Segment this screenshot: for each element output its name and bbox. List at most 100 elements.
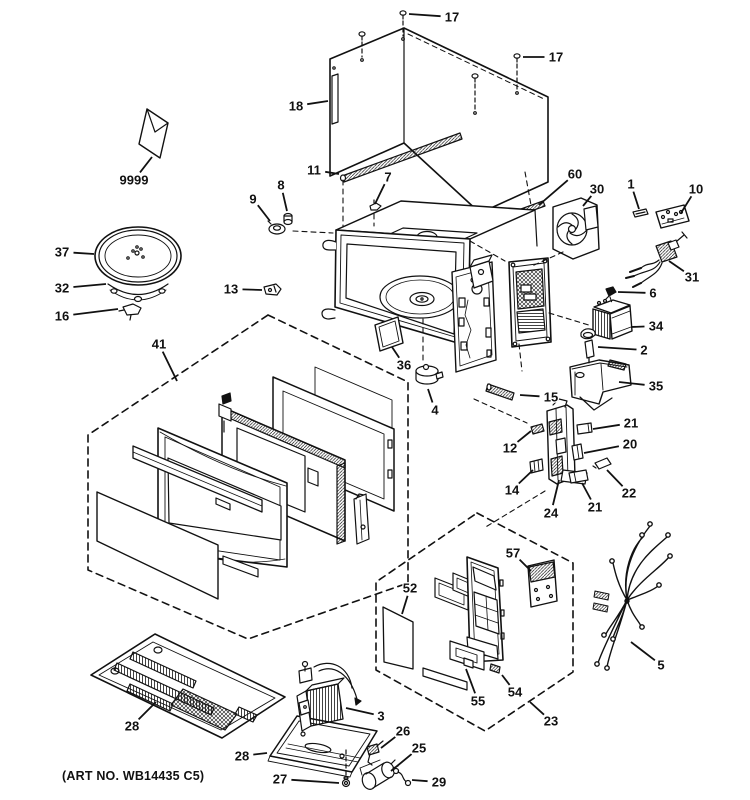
part-label-20: 20 [623, 437, 637, 452]
part-32-roller-ring [107, 283, 169, 303]
literature-envelope-9999 [138, 108, 169, 159]
part-34-transformer [592, 298, 633, 340]
part-12-spring [530, 423, 545, 435]
part-label-35: 35 [649, 379, 663, 394]
cavity-front-right-panel [451, 254, 497, 373]
leader-line-18 [307, 100, 329, 106]
leader-line-21 [581, 482, 592, 500]
part-label-32: 32 [55, 281, 69, 296]
part-label-24: 24 [544, 506, 559, 521]
part-16-turntable-coupler [118, 303, 142, 321]
part-label-12: 12 [503, 441, 517, 456]
control-panel-frame [466, 556, 505, 663]
part-3-magnetron [296, 660, 362, 732]
part-label-25: 25 [412, 741, 426, 756]
part-14-switch [529, 458, 544, 474]
leader-line-23 [529, 701, 545, 716]
part-label-21: 21 [624, 416, 638, 431]
part-label-37: 37 [55, 245, 69, 260]
part-1-stirrer-blade [632, 208, 649, 218]
part-label-34: 34 [649, 319, 664, 334]
door-hinge-pin [218, 392, 232, 433]
part-label-14: 14 [505, 483, 520, 498]
leader-line-9999 [139, 156, 153, 173]
part-label-7: 7 [384, 170, 391, 185]
leader-line-32 [73, 283, 107, 288]
part-label-9: 9 [249, 192, 256, 207]
leader-line-5 [630, 641, 656, 662]
part-2-fuse-holder [580, 328, 596, 363]
leader-line-36 [391, 346, 400, 359]
part-label-21: 21 [588, 500, 602, 515]
part-28-base-plate [90, 633, 286, 739]
leader-line-31 [668, 260, 685, 273]
part-15-mounting-strip [485, 383, 515, 401]
part-35-air-duct [569, 359, 632, 411]
leader-line-52 [401, 595, 409, 615]
part-label-2: 2 [640, 343, 647, 358]
part-label-52: 52 [403, 581, 417, 596]
part-label-57: 57 [506, 546, 520, 561]
part-label-27: 27 [273, 772, 287, 787]
part-label-4: 4 [431, 403, 439, 418]
control-panel-assembly-23 [375, 512, 574, 732]
leader-line-35 [618, 381, 645, 386]
part-54-spring [489, 663, 501, 674]
part-label-9999: 9999 [120, 173, 149, 188]
leader-line-17 [408, 13, 441, 18]
leader-line-4 [427, 388, 434, 403]
leader-line-7 [374, 183, 386, 205]
part-25-capacitor [359, 759, 399, 790]
part-27-screw [341, 747, 351, 788]
part-9-support-clip [267, 220, 286, 235]
leader-line-27 [291, 778, 340, 784]
part-label-5: 5 [657, 658, 664, 673]
bottom-tray [422, 640, 485, 691]
leader-line-10 [680, 195, 693, 214]
part-21-switch-lower [568, 469, 589, 484]
door-latch-strip [353, 493, 370, 545]
part-label-13: 13 [224, 282, 238, 297]
leader-line-29 [411, 779, 428, 783]
part-20-switch [571, 443, 584, 461]
part-label-15: 15 [544, 390, 558, 405]
part-4-turntable-motor [415, 363, 444, 385]
part-label-11: 11 [307, 163, 321, 178]
leader-line-12 [516, 430, 532, 443]
part-6-clip [605, 286, 617, 300]
part-10-circuit-board [655, 204, 690, 229]
leader-line-21 [592, 423, 620, 430]
part-label-17: 17 [445, 10, 459, 25]
part-29-wire-clamp [392, 767, 412, 787]
leader-line-37 [73, 251, 95, 255]
leader-line-28 [137, 701, 157, 721]
part-label-41: 41 [152, 337, 166, 352]
leader-line-11 [325, 170, 340, 175]
part-label-31: 31 [685, 270, 699, 285]
leader-line-34 [630, 325, 645, 328]
part-label-54: 54 [508, 685, 523, 700]
part-52-membrane-sheet [382, 606, 414, 670]
leader-line-30 [582, 195, 592, 207]
leader-line-6 [617, 291, 646, 294]
part-36-waveguide-cover [374, 316, 404, 352]
part-label-16: 16 [55, 309, 69, 324]
art-number: (ART NO. WB14435 C5) [62, 769, 205, 783]
part-21-switch-upper [576, 422, 593, 435]
part-label-28: 28 [125, 719, 139, 734]
leader-line-24 [552, 479, 560, 506]
part-label-55: 55 [471, 694, 485, 709]
leader-line-26 [380, 736, 396, 749]
leader-line-55 [465, 668, 476, 694]
part-57-smart-board [527, 559, 558, 608]
part-label-29: 29 [432, 775, 446, 790]
leader-line-2 [597, 346, 637, 351]
leader-line-8 [281, 192, 288, 212]
leader-line-15 [519, 394, 540, 398]
part-18-outer-wrapper [329, 27, 549, 214]
part-5-wiring-harness [592, 521, 673, 671]
part-13-clip [263, 283, 282, 296]
leader-line-57 [518, 558, 532, 572]
part-label-1: 1 [627, 177, 634, 192]
